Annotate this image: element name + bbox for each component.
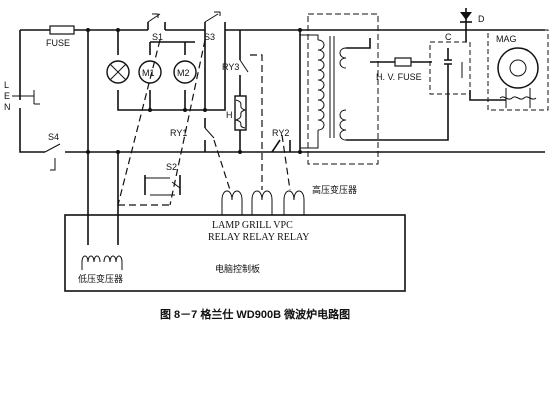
capacitor-c-label: C	[445, 32, 452, 42]
terminal-l-label: L	[4, 80, 9, 90]
fuse-label: FUSE	[46, 38, 70, 48]
switch-s2-label: S2	[166, 162, 177, 172]
heater-h-icon	[234, 95, 247, 131]
terminal-n-label: N	[4, 102, 11, 112]
hv-transformer-label: 高压变压器	[312, 184, 357, 195]
switch-s2: S2	[144, 162, 181, 196]
switch-s4: S4	[44, 132, 61, 171]
hv-fuse: H. V. FUSE	[370, 57, 432, 82]
hv-fuse-label: H. V. FUSE	[376, 72, 422, 82]
terminal-e-label: E	[4, 91, 10, 101]
motor-m2-label: M2	[177, 68, 190, 78]
magnetron-label: MAG	[496, 34, 517, 44]
relay-contacts: RY1 RY3 H RY2	[170, 30, 291, 153]
heater-h-label: H	[226, 110, 233, 120]
magnetron-icon: MAG	[370, 29, 549, 141]
hv-transformer-icon: 高压变压器	[300, 13, 379, 195]
lamp-icon	[106, 60, 130, 84]
mechanical-linkages	[117, 39, 291, 206]
relay-ry3-label: RY3	[222, 62, 239, 72]
motor-m1-label: M1	[142, 68, 155, 78]
switch-s4-label: S4	[48, 132, 59, 142]
control-board: LAMP GRILL VPC RELAY RELAY RELAY 电脑控制板	[64, 214, 406, 292]
motor-m2-icon: M2	[173, 60, 197, 84]
switch-s3-label: S3	[204, 32, 215, 42]
relay-coils	[221, 190, 305, 215]
diode-d-label: D	[478, 14, 485, 24]
control-board-label: 电脑控制板	[215, 263, 260, 274]
switch-s3: S3	[204, 11, 226, 42]
switch-s1-label: S1	[152, 32, 163, 42]
figure-caption: 图 8－7 格兰仕 WD900B 微波炉电路图	[160, 307, 350, 321]
junction-dots	[86, 28, 302, 154]
mains-terminals: L E N	[4, 80, 40, 112]
motor-m1-icon: M1	[138, 60, 162, 84]
relay-words-label: RELAY RELAY RELAY	[208, 232, 310, 243]
diode-d-icon: D	[460, 8, 485, 42]
lv-transformer-label: 低压变压器	[78, 273, 123, 284]
relay-ry1-label: RY1	[170, 128, 187, 138]
switch-s1: S1	[147, 13, 166, 42]
relay-ry2-label: RY2	[272, 128, 289, 138]
load-branches: M1 M2	[87, 30, 226, 152]
relay-names-label: LAMP GRILL VPC	[212, 220, 293, 231]
lv-transformer-icon: 低压变压器	[78, 152, 123, 284]
fuse: FUSE	[46, 25, 75, 48]
capacitor-c-icon: C	[429, 32, 471, 95]
